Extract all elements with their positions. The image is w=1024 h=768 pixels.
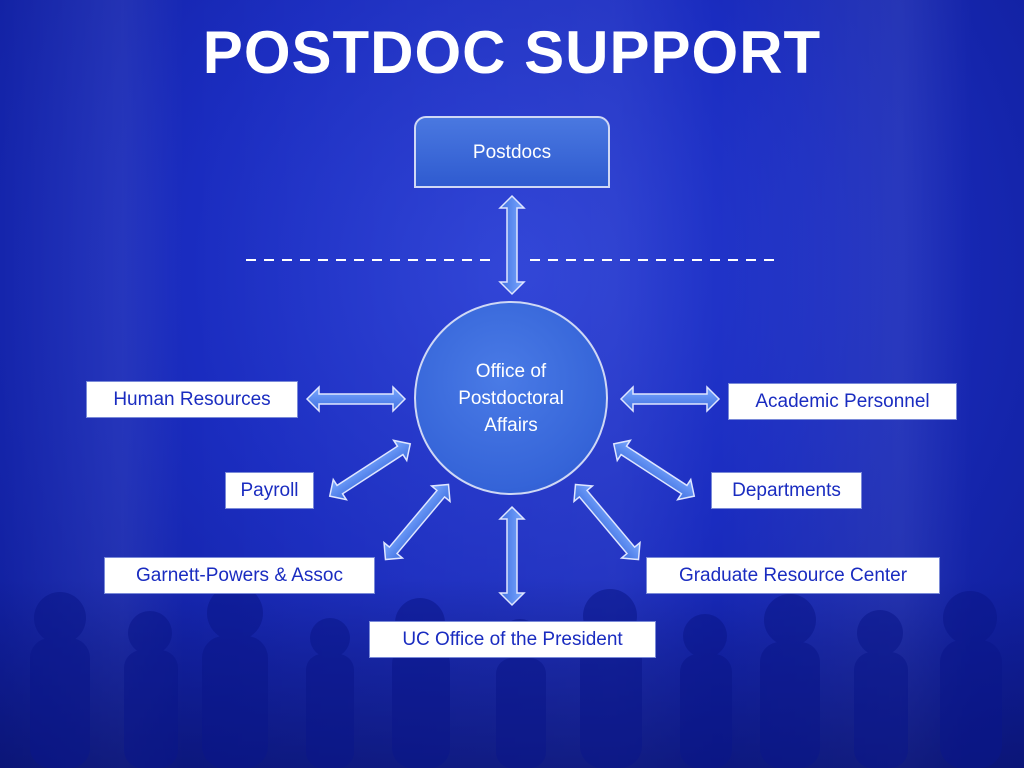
arrow-human-resources	[305, 385, 407, 413]
arrow-uc-office-president	[498, 505, 526, 607]
arrow-payroll	[328, 439, 412, 501]
center-node-line-1: Office of	[475, 360, 547, 382]
slide-title: POSTDOC SUPPORT	[202, 19, 822, 86]
office-of-postdoctoral-affairs-node: Office of Postdoctoral Affairs	[414, 301, 608, 495]
arrow-garnett-powers	[383, 483, 451, 561]
garnett-powers-node: Garnett-Powers & Assoc	[104, 557, 375, 594]
center-node-line-3: Affairs	[484, 414, 538, 436]
academic-personnel-node: Academic Personnel	[728, 383, 957, 420]
graduate-resource-center-node: Graduate Resource Center	[646, 557, 940, 594]
arrow-academic-personnel	[619, 385, 721, 413]
departments-node: Departments	[711, 472, 862, 509]
postdocs-node: Postdocs	[414, 116, 610, 188]
center-node-line-2: Postdoctoral	[458, 387, 564, 409]
arrow-departments	[612, 439, 696, 501]
uc-office-of-the-president-node: UC Office of the President	[369, 621, 656, 658]
arrow-graduate-resource-center	[573, 483, 641, 561]
human-resources-node: Human Resources	[86, 381, 298, 418]
payroll-node: Payroll	[225, 472, 314, 509]
arrow-postdocs	[498, 194, 526, 296]
